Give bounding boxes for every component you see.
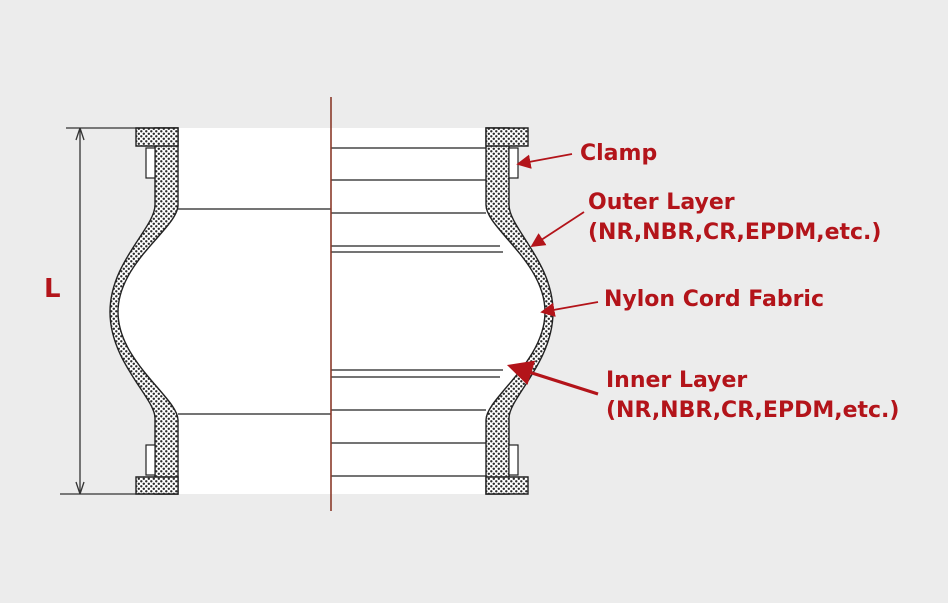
nylon-cord-label: Nylon Cord Fabric [604,285,824,315]
outer-layer-arrow [530,211,585,247]
inner-layer-materials: (NR,NBR,CR,EPDM,etc.) [606,398,900,423]
clamp-arrow [516,153,573,169]
clamp-title: Clamp [580,141,658,166]
callout-arrows [506,153,599,396]
interior-lines-left [178,208,331,415]
right-wall [485,127,554,495]
nylon-cord-title: Nylon Cord Fabric [604,287,825,312]
interior-lines-right [331,147,503,477]
outer-layer-title: Outer Layer [588,190,735,215]
left-wall [109,127,179,495]
outer-layer-materials: (NR,NBR,CR,EPDM,etc.) [588,220,882,245]
inner-layer-title: Inner Layer [606,368,748,393]
length-dimension-label: L [44,274,61,304]
nylon-cord-arrow [540,301,599,317]
clamp-label: Clamp [580,139,657,169]
inner-layer-arrow [506,360,599,396]
outer-layer-label: Outer Layer (NR,NBR,CR,EPDM,etc.) [588,188,881,248]
inner-layer-label: Inner Layer (NR,NBR,CR,EPDM,etc.) [606,366,899,426]
